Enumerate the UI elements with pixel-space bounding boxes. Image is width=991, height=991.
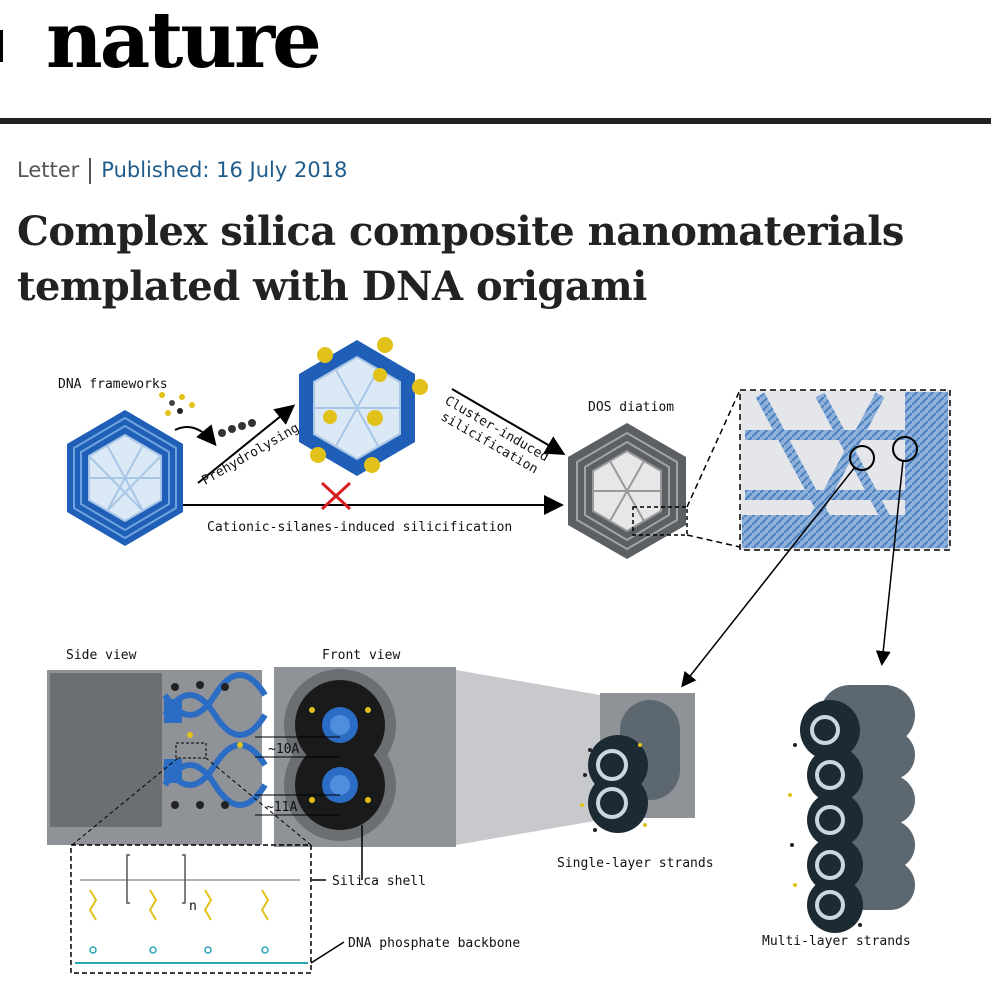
prehydrolysing-arrow — [197, 404, 296, 484]
label-single-layer: Single-layer strands — [557, 856, 714, 871]
graphical-abstract-figure: DNA frameworks Prehydrolysing Cluster-in… — [47, 337, 951, 974]
label-chem-n: n — [189, 899, 197, 914]
label-prehydrolysing: Prehydrolysing — [200, 421, 302, 489]
side-view-panel — [47, 670, 268, 845]
coated-hexagon — [299, 337, 428, 476]
masthead: nature — [0, 0, 991, 118]
single-layer-strands — [580, 693, 695, 833]
label-distance-10: ~10A — [268, 742, 299, 757]
zoomed-lattice — [739, 389, 951, 551]
journal-logo[interactable]: nature — [46, 0, 322, 86]
article-type: Letter — [17, 158, 80, 182]
multi-layer-strands — [788, 685, 915, 933]
arrow-single — [681, 466, 856, 688]
front-view-panel — [274, 667, 456, 847]
label-front-view: Front view — [322, 648, 400, 663]
meta-separator — [89, 158, 92, 184]
dos-diatom-hexagon — [568, 423, 686, 559]
zoom-box — [632, 506, 688, 536]
label-dna-frameworks: DNA frameworks — [58, 377, 168, 392]
article-meta: Letter Published: 16 July 2018 — [17, 158, 347, 184]
cluster-arrow — [451, 388, 566, 456]
chemical-structure: n — [70, 757, 312, 974]
masthead-tick — [0, 30, 3, 62]
red-x-mark — [320, 481, 352, 511]
mix-arrow — [174, 424, 217, 447]
label-silica-shell: Silica shell — [332, 874, 426, 889]
label-multi-layer: Multi-layer strands — [762, 934, 911, 949]
label-side-view: Side view — [66, 648, 137, 663]
header-rule — [0, 118, 991, 124]
label-dna-backbone: DNA phosphate backbone — [348, 936, 520, 951]
label-cationic: Cationic-silanes-induced silicification — [207, 520, 512, 535]
article-title: Complex silica composite nanomaterials t… — [17, 208, 904, 310]
label-dos-diatom: DOS diatiom — [588, 400, 674, 415]
dna-framework-hexagon — [67, 410, 183, 546]
arrow-multi — [875, 460, 904, 666]
silane-clusters — [159, 392, 256, 437]
label-distance-11: ~11A — [266, 800, 297, 815]
publish-date: Published: 16 July 2018 — [101, 158, 348, 182]
